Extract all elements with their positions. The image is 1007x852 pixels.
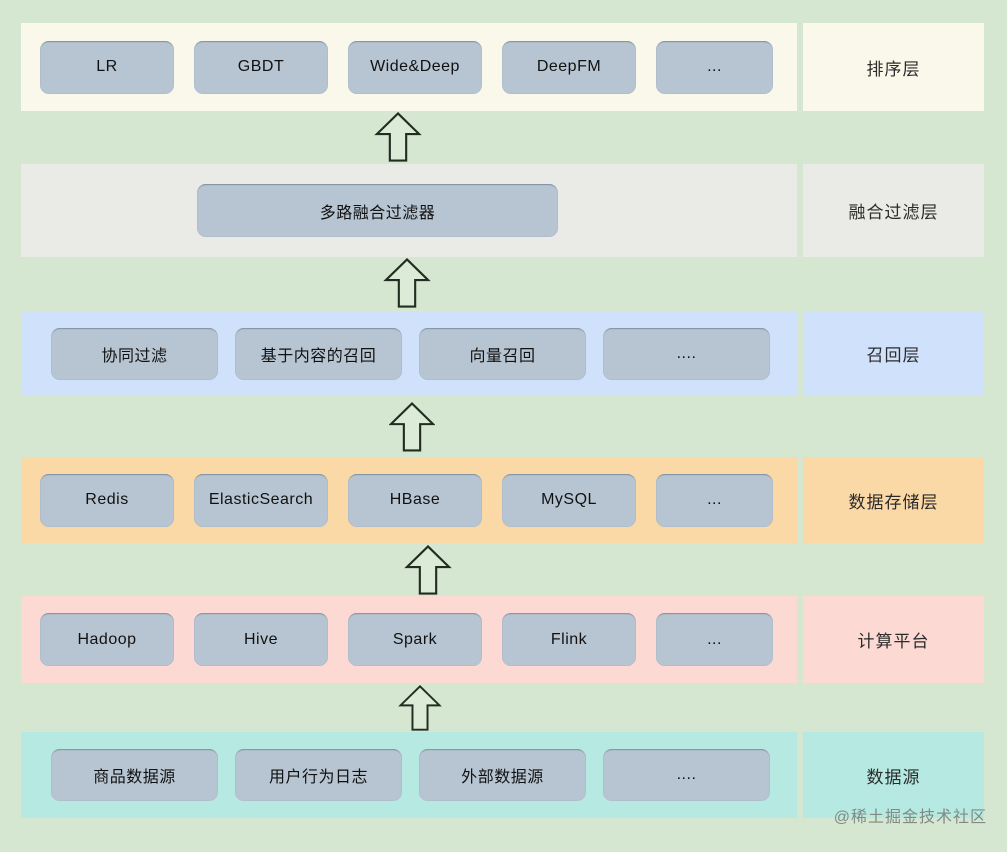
band-recall-layer: 协同过滤 基于内容的召回 向量召回 .... 召回层: [21, 311, 984, 396]
layer-box: Spark: [348, 613, 482, 666]
layer-label-storage: 数据存储层: [803, 457, 984, 543]
band-recall-main: 协同过滤 基于内容的召回 向量召回 ....: [21, 311, 797, 396]
layer-label-datasource: 数据源: [803, 732, 984, 818]
band-fusion-layer: 多路融合过滤器 融合过滤层: [21, 164, 984, 257]
layer-box: 外部数据源: [419, 749, 586, 801]
band-datasource-layer: 商品数据源 用户行为日志 外部数据源 .... 数据源: [21, 732, 984, 818]
layer-box: ...: [656, 40, 773, 94]
layer-box: MySQL: [502, 473, 636, 527]
layer-box: ....: [603, 327, 770, 380]
layer-box: Flink: [502, 613, 636, 666]
band-compute-main: Hadoop Hive Spark Flink ...: [21, 596, 797, 683]
layer-box: ...: [656, 473, 773, 527]
layer-label-compute: 计算平台: [803, 596, 984, 683]
band-storage-main: Redis ElasticSearch HBase MySQL ...: [21, 457, 797, 543]
up-arrow-icon: [398, 685, 442, 731]
layer-label-fusion: 融合过滤层: [803, 164, 984, 257]
layer-box: ....: [603, 749, 770, 801]
layer-box: 多路融合过滤器: [197, 184, 558, 237]
layer-box: ElasticSearch: [194, 473, 328, 527]
layer-box: GBDT: [194, 40, 328, 94]
layer-label-ranking: 排序层: [803, 23, 984, 111]
layer-box: 用户行为日志: [235, 749, 402, 801]
up-arrow-icon: [404, 545, 452, 595]
layer-box: Hadoop: [40, 613, 174, 666]
band-ranking-main: LR GBDT Wide&Deep DeepFM ...: [21, 23, 797, 111]
band-storage-layer: Redis ElasticSearch HBase MySQL ... 数据存储…: [21, 457, 984, 543]
watermark: @稀土掘金技术社区: [833, 809, 987, 826]
layer-box: 协同过滤: [51, 327, 218, 380]
band-fusion-main: 多路融合过滤器: [21, 164, 797, 257]
up-arrow-icon: [389, 402, 435, 452]
band-ranking-layer: LR GBDT Wide&Deep DeepFM ... 排序层: [21, 23, 984, 111]
layer-box: 基于内容的召回: [235, 327, 402, 380]
layer-box: 向量召回: [419, 327, 586, 380]
up-arrow-icon: [374, 112, 422, 162]
band-compute-layer: Hadoop Hive Spark Flink ... 计算平台: [21, 596, 984, 683]
layer-box: 商品数据源: [51, 749, 218, 801]
band-datasource-main: 商品数据源 用户行为日志 外部数据源 ....: [21, 732, 797, 818]
layer-box: Wide&Deep: [348, 40, 482, 94]
layer-label-recall: 召回层: [803, 311, 984, 396]
layer-box: HBase: [348, 473, 482, 527]
layer-box: ...: [656, 613, 773, 666]
layer-box: Redis: [40, 473, 174, 527]
layer-box: Hive: [194, 613, 328, 666]
up-arrow-icon: [383, 258, 431, 308]
layer-box: LR: [40, 40, 174, 94]
layer-box: DeepFM: [502, 40, 636, 94]
